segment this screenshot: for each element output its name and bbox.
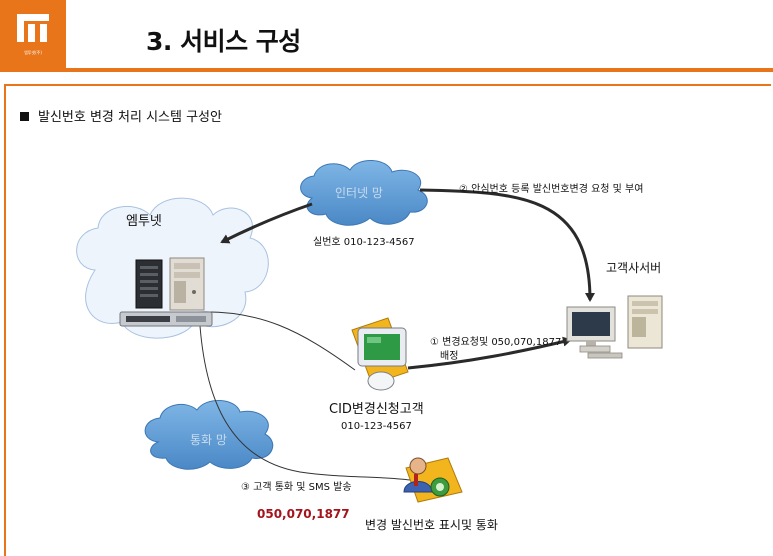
- person-phone-icon: [403, 457, 463, 503]
- step3-label: ③ 고객 통화 및 SMS 발송: [241, 482, 352, 493]
- monitor-icon: [351, 317, 409, 391]
- display-change-label: 변경 발신번호 표시및 통화: [365, 518, 498, 532]
- header-divider: [0, 68, 773, 72]
- rack-server-icon: [169, 257, 205, 311]
- server-tower-icon: [627, 295, 663, 349]
- cid-customer-label: CID변경신청고객: [329, 402, 424, 417]
- content-frame: [4, 84, 771, 556]
- cid-number-label: 010-123-4567: [341, 421, 412, 432]
- server-icon: [135, 259, 163, 309]
- line-mtonet-to-call-user: [199, 325, 411, 481]
- internet-cloud-label: 인터넷 망: [335, 186, 383, 200]
- step1-label: ① 변경요청및 050,070,1877: [430, 337, 562, 348]
- mtonet-label: 엠투넷: [126, 214, 162, 229]
- internet-cloud: [300, 160, 428, 226]
- call-network-label: 통화 망: [190, 433, 227, 447]
- section-heading: 발신번호 변경 처리 시스템 구성안: [20, 106, 222, 125]
- section-heading-text: 발신번호 변경 처리 시스템 구성안: [38, 110, 222, 125]
- arrow-internet-to-server: [419, 188, 595, 302]
- line-mtonet-to-cid: [197, 311, 356, 371]
- page-title: 3. 서비스 구성: [146, 27, 301, 56]
- network-switch-icon: [119, 311, 213, 327]
- company-logo: 엠투넷(주): [0, 0, 66, 68]
- red-number-label: 050,070,1877: [257, 507, 350, 521]
- arrow-internet-to-mtonet: [220, 202, 313, 244]
- real-number-label: 실번호 010-123-4567: [313, 237, 415, 248]
- call-network-cloud: [144, 400, 274, 470]
- logo-icon: [17, 14, 49, 42]
- step1-label-continued: 배정: [440, 351, 459, 362]
- step2-label: ② 안심번호 등록 발신번호변경 요청 및 부여: [459, 184, 644, 195]
- desktop-pc-icon: [566, 306, 623, 359]
- arrow-cid-to-server: [407, 336, 572, 370]
- customer-server-label: 고객사서버: [606, 261, 662, 275]
- square-bullet-icon: [20, 112, 29, 121]
- header: 엠투넷(주) 3. 서비스 구성: [0, 0, 773, 68]
- logo-text: 엠투넷(주): [24, 50, 42, 55]
